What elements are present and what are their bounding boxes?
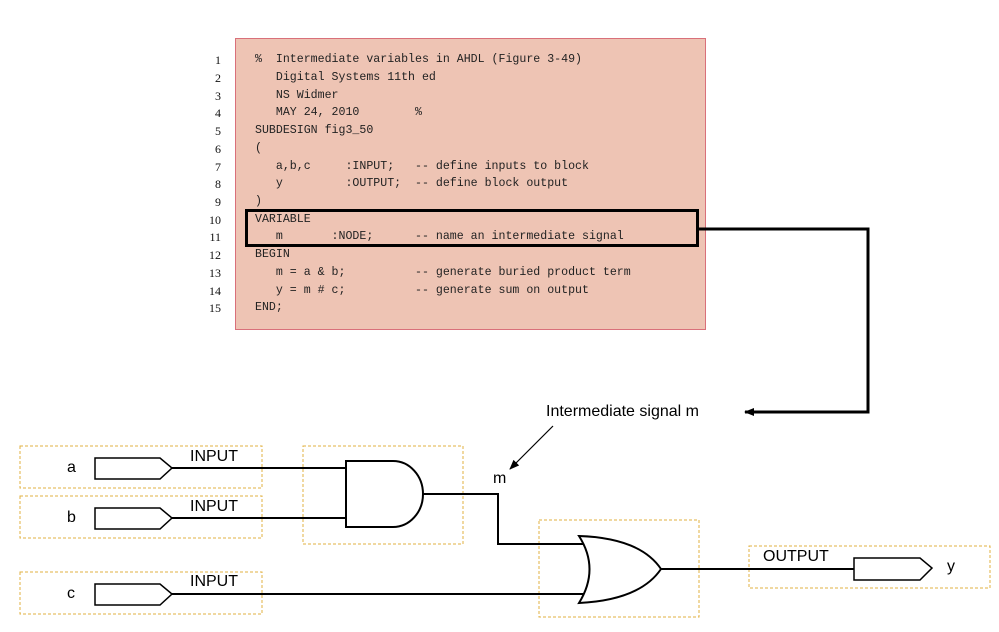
code-line: ) (255, 195, 262, 208)
or-gate-icon (577, 534, 663, 605)
input-b-name: b (67, 509, 76, 526)
code-line: % Intermediate variables in AHDL (Figure… (255, 53, 582, 66)
line-number: 12 (209, 248, 221, 262)
output-y-name: y (947, 558, 955, 575)
code-line: VARIABLE (255, 213, 311, 226)
code-line: BEGIN (255, 248, 290, 261)
input-a-type: INPUT (190, 448, 238, 465)
line-number: 15 (209, 301, 221, 315)
code-line: NS Widmer (255, 89, 339, 102)
code-line: Digital Systems 11th ed (255, 71, 436, 84)
code-line: m = a & b; -- generate buried product te… (255, 266, 631, 279)
code-line: SUBDESIGN fig3_50 (255, 124, 374, 137)
input-a-name: a (67, 459, 76, 476)
input-c-pin-icon (94, 583, 174, 606)
input-a-pin-icon (94, 457, 174, 480)
node-pointer-arrow (509, 425, 554, 470)
code-line: m :NODE; -- name an intermediate signal (255, 230, 624, 243)
highlight-connector (699, 227, 870, 416)
line-number: 11 (209, 230, 221, 244)
and-gate-icon (345, 460, 424, 528)
line-number: 5 (215, 124, 221, 138)
and-gate-box (302, 445, 464, 545)
line-number: 9 (215, 195, 221, 209)
annotation-label: Intermediate signal m (546, 403, 699, 420)
line-number: 14 (209, 284, 221, 298)
or-gate-box (538, 519, 700, 618)
output-y-box (748, 545, 991, 589)
line-number: 3 (215, 89, 221, 103)
node-m-label: m (493, 470, 507, 487)
variable-highlight-box (245, 209, 699, 247)
code-line: a,b,c :INPUT; -- define inputs to block (255, 160, 589, 173)
output-y-pin-icon (853, 557, 934, 581)
input-b-pin-icon (94, 507, 174, 530)
output-y-type: OUTPUT (763, 548, 829, 565)
wire-m (423, 493, 586, 545)
line-number: 8 (215, 177, 221, 191)
code-line: ( (255, 142, 262, 155)
input-b-type: INPUT (190, 498, 238, 515)
code-line: y = m # c; -- generate sum on output (255, 284, 589, 297)
line-number: 10 (209, 213, 221, 227)
line-number: 13 (209, 266, 221, 280)
line-number: 1 (215, 53, 221, 67)
line-number: 4 (215, 106, 221, 120)
input-c-type: INPUT (190, 573, 238, 590)
line-number: 2 (215, 71, 221, 85)
line-number: 7 (215, 160, 221, 174)
line-number: 6 (215, 142, 221, 156)
code-line: MAY 24, 2010 % (255, 106, 422, 119)
code-panel (235, 38, 706, 330)
code-line: END; (255, 301, 283, 314)
code-line: y :OUTPUT; -- define block output (255, 177, 569, 190)
input-c-name: c (67, 585, 75, 602)
